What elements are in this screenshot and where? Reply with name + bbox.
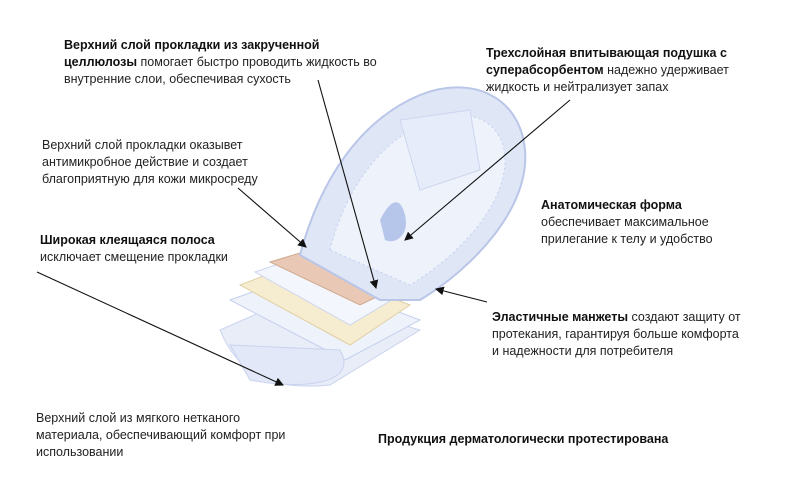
callout-title: Верхний слой прокладки из закрученной це… <box>64 38 320 69</box>
pad-layers <box>219 86 527 387</box>
antimicrobial-pointer <box>237 187 307 248</box>
elastic-pointer <box>434 286 488 303</box>
adhesive-pointer <box>36 271 284 386</box>
callout-title: Эластичные манжеты <box>492 310 629 324</box>
callout-text: создают защиту от протекания, гарантируя… <box>492 310 741 358</box>
callout-elastic: Эластичные манжеты создают защиту от про… <box>492 309 747 360</box>
callout-text: Верхний слой прокладки оказывет антимикр… <box>42 138 258 186</box>
callout-antimicrobial: Верхний слой прокладки оказывет антимикр… <box>42 137 287 188</box>
cellulose-pointer <box>317 79 379 290</box>
callout-title: Трехслойная впитывающая подушка с супера… <box>486 46 727 77</box>
callout-nonwoven: Верхний слой из мягкого нетканого матери… <box>36 410 291 461</box>
callout-title: Широкая клеящаяся полоса <box>40 233 215 247</box>
callout-text: надежно удерживает жидкость и нейтрализу… <box>486 63 729 94</box>
callout-lines <box>36 79 571 386</box>
callout-text: Верхний слой из мягкого нетканого матери… <box>36 411 286 459</box>
dermatology-note: Продукция дерматологически протестирован… <box>378 432 669 446</box>
callout-text: помогает быстро проводить жидкость во вн… <box>64 55 377 86</box>
callout-title: Анатомическая форма <box>541 198 682 212</box>
callout-adhesive: Широкая клеящаяся полоса исключает смещен… <box>40 232 280 266</box>
callout-text: исключает смещение прокладки <box>40 250 228 264</box>
callout-anatomic: Анатомическая форма обеспечивает максимал… <box>541 197 741 248</box>
absorbent-pointer <box>404 99 571 241</box>
callout-absorbent: Трехслойная впитывающая подушка с супера… <box>486 45 776 96</box>
callout-text: обеспечивает максимальное прилегание к т… <box>541 215 713 246</box>
callout-cellulose: Верхний слой прокладки из закрученной це… <box>64 37 394 88</box>
